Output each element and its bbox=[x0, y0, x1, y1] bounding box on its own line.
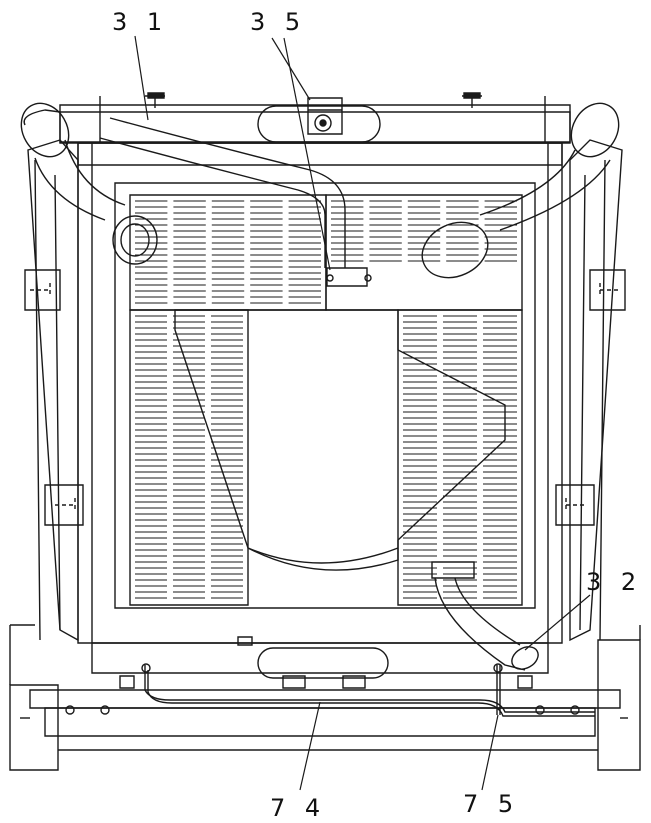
upper-hose bbox=[100, 118, 371, 286]
callout-32: 3 2 bbox=[586, 568, 643, 596]
left-air-pipe bbox=[12, 95, 157, 640]
mounting-base bbox=[10, 625, 640, 770]
callout-74: 7 4 bbox=[270, 794, 327, 822]
callout-31: 3 1 bbox=[112, 8, 169, 36]
drain-lines bbox=[142, 664, 595, 716]
callout-75: 7 5 bbox=[463, 790, 520, 818]
fan-shroud bbox=[175, 310, 505, 570]
leader-lines bbox=[135, 36, 590, 790]
core-fins bbox=[135, 201, 517, 598]
right-air-pipe bbox=[413, 95, 628, 640]
radiator-cap bbox=[308, 98, 342, 134]
lower-hose bbox=[432, 562, 542, 674]
callout-35: 3 5 bbox=[250, 8, 307, 36]
top-frame bbox=[60, 93, 570, 165]
side-frames bbox=[25, 140, 625, 643]
bottom-tank bbox=[92, 637, 548, 688]
